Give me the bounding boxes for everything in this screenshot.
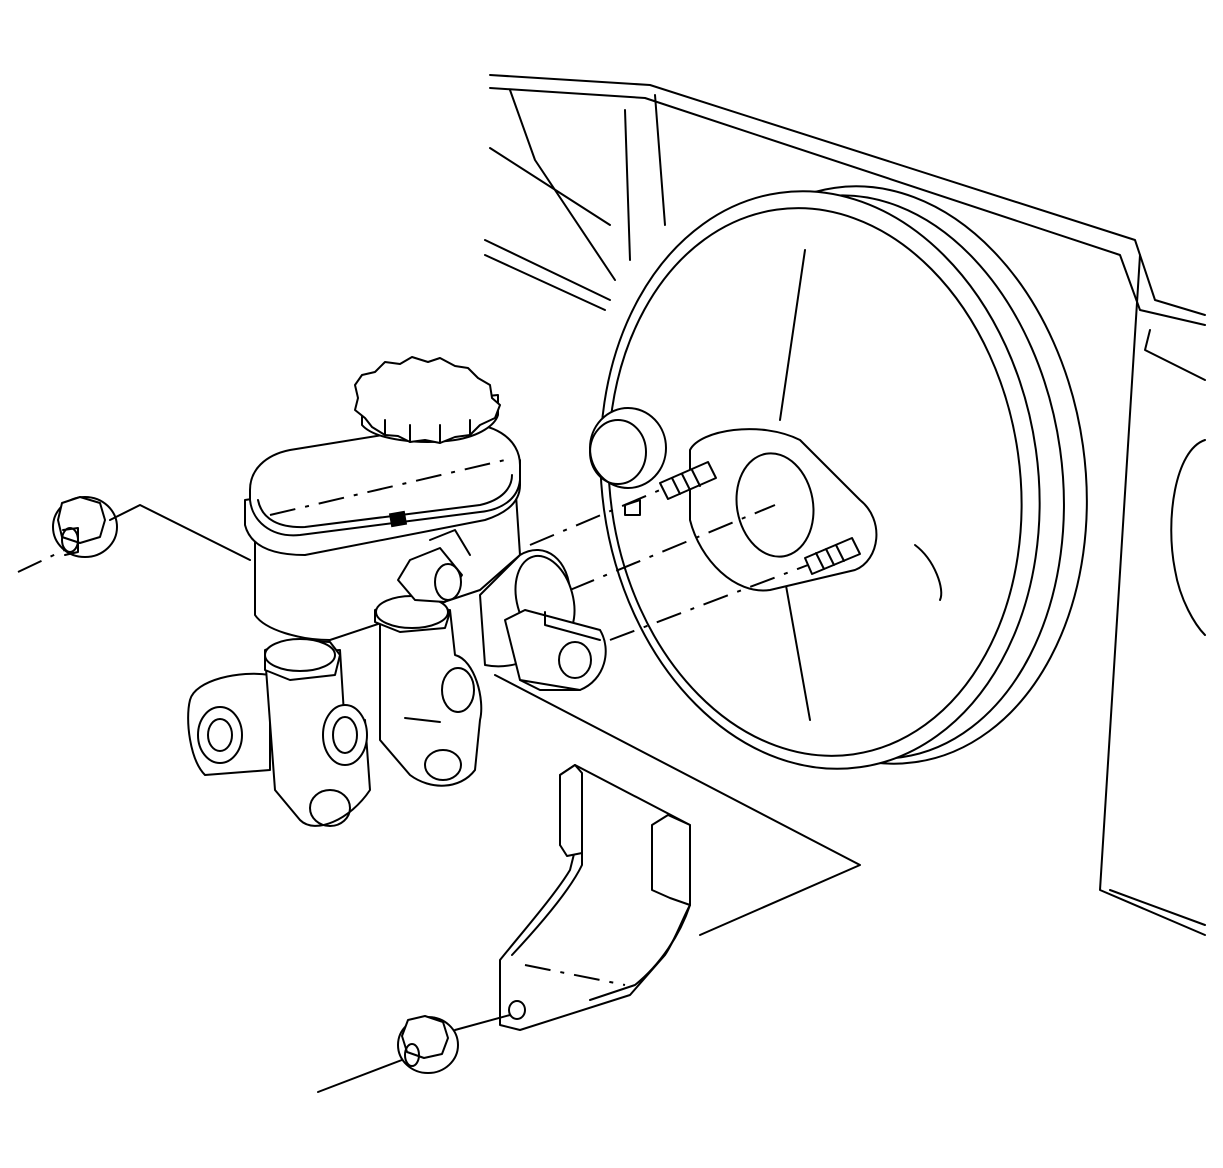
reservoir xyxy=(244,422,521,556)
leader-lines xyxy=(109,504,861,1031)
mounting-nut-upper xyxy=(52,496,118,558)
alignment-lines xyxy=(17,489,809,1093)
fitting-right xyxy=(374,595,451,633)
brake-booster xyxy=(589,185,1088,770)
vacuum-check-valve xyxy=(589,407,667,516)
booster-studs xyxy=(659,461,861,575)
fitting-left xyxy=(264,638,341,681)
dash-panel xyxy=(484,74,1206,936)
reservoir-cap xyxy=(354,356,501,444)
mounting-nut-lower xyxy=(397,1015,459,1074)
stud-upper xyxy=(659,461,717,500)
mounting-bracket xyxy=(499,764,691,1031)
master-cylinder xyxy=(187,479,607,827)
stud-lower xyxy=(804,537,861,575)
fluid-level-sensor xyxy=(397,529,471,603)
